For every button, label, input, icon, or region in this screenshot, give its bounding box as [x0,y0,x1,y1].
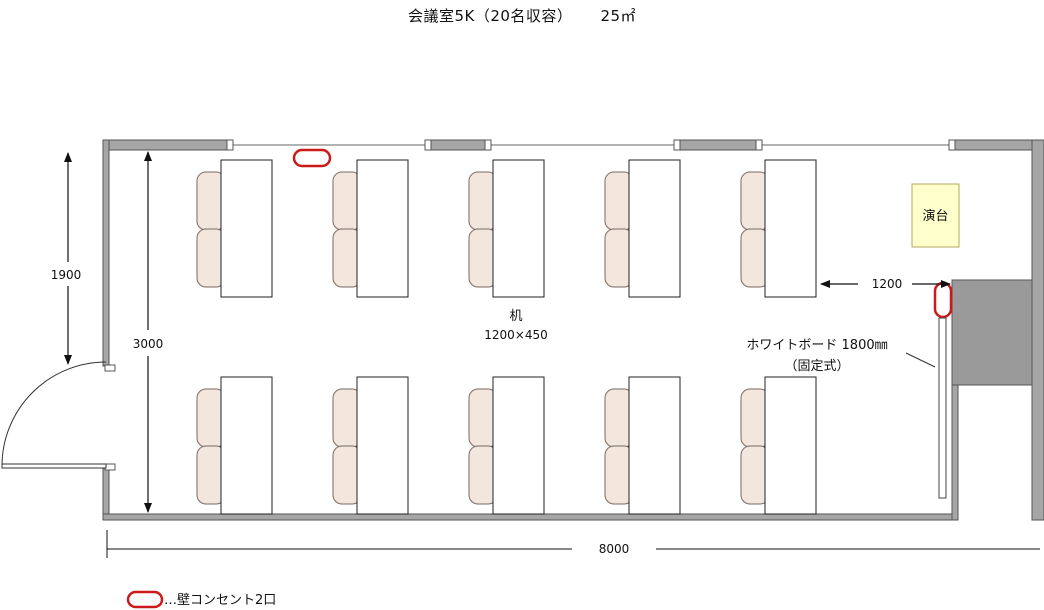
desk [220,376,273,515]
desk-row-top [196,159,817,298]
desk-label: 机 [509,309,522,324]
door-jamb [104,364,116,372]
wall-top-block-2 [679,139,757,151]
wall-top-block-1 [430,139,486,151]
desk-set [468,159,545,298]
desk-size-label: 1200×450 [484,328,548,342]
whiteboard: ホワイトボード 1800㎜ （固定式） [746,317,947,499]
dimension-door-offset: 1900 [51,152,82,365]
desk-set [196,159,273,298]
wall-bottom [102,513,959,521]
dimension-room-depth: 3000 [133,151,164,513]
desk-set [740,376,817,515]
desk [492,376,545,515]
stage-lectern: 演台 [911,183,960,248]
whiteboard-bar [938,317,947,499]
dimension-label: 1900 [51,268,82,282]
room-area: 25㎡ [600,7,637,25]
whiteboard-leader [905,352,936,368]
desk [628,159,681,298]
desk [628,376,681,515]
wall-outlet-right [933,281,953,319]
wall-top-right [954,139,1044,151]
desk [356,159,409,298]
wall-outlet-top [292,148,332,168]
door-swing-arc [1,361,107,467]
dimension-label: 8000 [599,542,630,556]
window-cap [484,139,492,151]
desk [764,376,817,515]
legend-outlet-label: …壁コンセント2口 [164,593,276,608]
window-cap [948,139,956,151]
wall-right [1031,139,1044,521]
walls [102,139,1044,521]
desk [764,159,817,298]
page-title: 会議室5K（20名収容） 25㎡ [0,5,1044,26]
desk-set [196,376,273,515]
desk [492,159,545,298]
legend: …壁コンセント2口 [126,590,276,609]
wall-left-lower [102,467,110,521]
entrance-door [1,361,116,471]
dimension-label: 3000 [133,337,164,351]
stage-label: 演台 [922,208,948,224]
dimension-label: 1200 [872,277,903,291]
dimension-room-width: 8000 [106,530,1040,558]
outlets [292,148,953,319]
window-cap [424,139,432,151]
pillar-block [951,279,1033,386]
desk [220,159,273,298]
door-leaf [1,463,107,469]
window-cap [755,139,763,151]
desk-set [332,159,409,298]
desk-set [604,159,681,298]
desk-set [740,159,817,298]
desk-set [468,376,545,515]
wall-left-upper [102,139,110,367]
stage-box [911,183,960,248]
wall-top-left [102,139,230,151]
desk-set [332,376,409,515]
dimension-aisle: 1200 [820,277,951,291]
desk [356,376,409,515]
window-cap [226,139,234,151]
window-cap [673,139,681,151]
legend-outlet-icon [126,590,164,609]
whiteboard-label: ホワイトボード 1800㎜ [746,338,887,353]
desk-row-bottom [196,376,817,515]
desk-set [604,376,681,515]
whiteboard-note: （固定式） [784,359,849,374]
room-name: 会議室5K（20名収容） [407,7,573,25]
